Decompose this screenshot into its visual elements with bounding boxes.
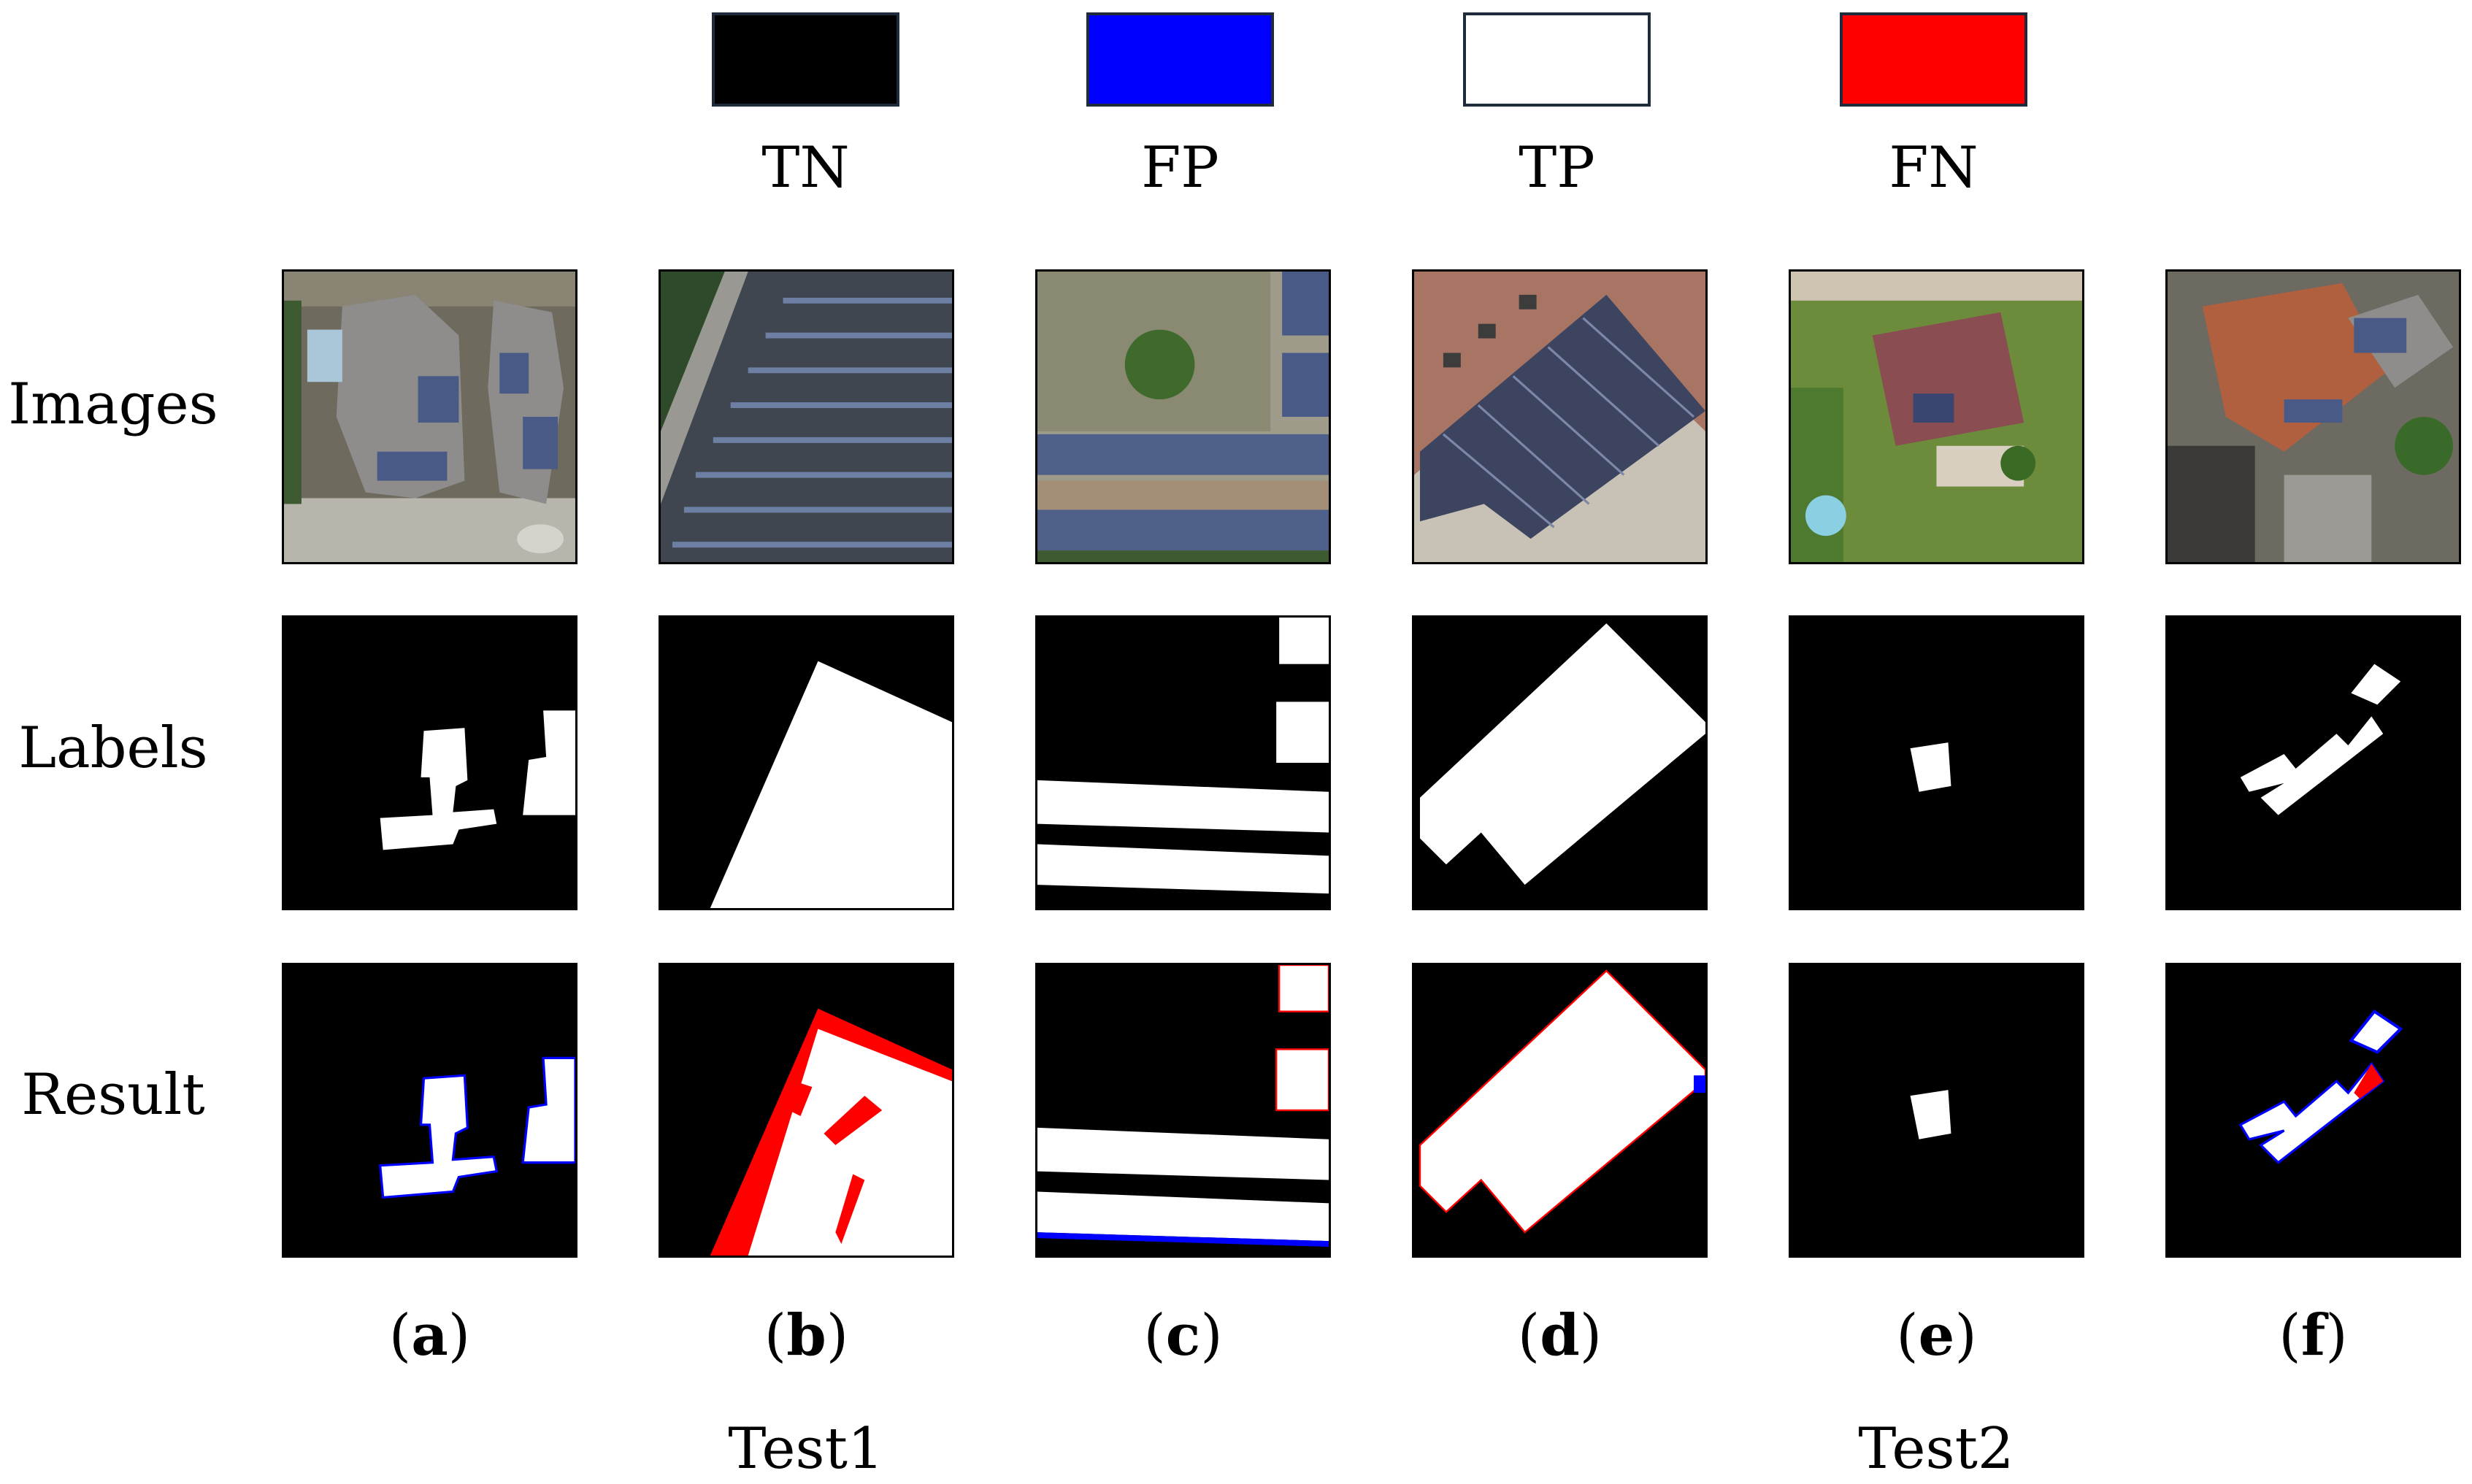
image-panel-f	[2165, 269, 2461, 564]
legend-swatch-tn	[712, 12, 899, 107]
legend-label-fp: FP	[1141, 135, 1219, 201]
legend-swatch-fp	[1086, 12, 1274, 107]
image-panel-e	[1789, 269, 2084, 564]
result-mask-e	[1791, 965, 2082, 1256]
legend-label-fn: FN	[1889, 135, 1978, 201]
label-mask-a	[284, 618, 575, 908]
caption-a: (a)	[388, 1302, 471, 1369]
legend-label-tn: TN	[761, 135, 850, 201]
label-panel-f	[2165, 615, 2461, 910]
caption-b-letter: b	[786, 1302, 826, 1369]
result-mask-c	[1037, 965, 1329, 1256]
image-panel-a	[282, 269, 577, 564]
aerial-image-b	[661, 272, 952, 562]
row-label-images: Images	[8, 372, 218, 437]
label-panel-d	[1412, 615, 1708, 910]
result-mask-b	[661, 965, 952, 1256]
label-mask-e	[1791, 618, 2082, 908]
result-mask-a	[284, 965, 575, 1256]
legend-label-tp: TP	[1519, 135, 1595, 201]
caption-d-letter: d	[1540, 1302, 1580, 1369]
caption-c: (c)	[1143, 1302, 1223, 1369]
result-mask-f	[2168, 965, 2459, 1256]
aerial-image-f	[2168, 272, 2459, 562]
label-panel-e	[1789, 615, 2084, 910]
legend-swatch-tp	[1463, 12, 1651, 107]
caption-e-letter: e	[1918, 1302, 1955, 1369]
row-label-labels: Labels	[18, 715, 208, 781]
result-panel-e	[1789, 963, 2084, 1258]
label-mask-d	[1414, 618, 1705, 908]
label-panel-a	[282, 615, 577, 910]
caption-e: (e)	[1896, 1302, 1977, 1369]
result-panel-d	[1412, 963, 1708, 1258]
aerial-image-d	[1414, 272, 1705, 562]
result-panel-b	[659, 963, 954, 1258]
result-panel-a	[282, 963, 577, 1258]
caption-a-letter: a	[411, 1302, 448, 1369]
label-panel-c	[1035, 615, 1331, 910]
caption-f: (f)	[2279, 1302, 2348, 1369]
result-panel-c	[1035, 963, 1331, 1258]
caption-f-letter: f	[2300, 1302, 2326, 1369]
aerial-image-e	[1791, 272, 2082, 562]
result-mask-d	[1414, 965, 1705, 1256]
label-panel-b	[659, 615, 954, 910]
image-panel-c	[1035, 269, 1331, 564]
caption-b: (b)	[764, 1302, 849, 1369]
aerial-image-a	[284, 272, 575, 562]
caption-c-letter: c	[1165, 1302, 1201, 1369]
image-panel-b	[659, 269, 954, 564]
result-panel-f	[2165, 963, 2461, 1258]
aerial-image-c	[1037, 272, 1329, 562]
caption-d: (d)	[1517, 1302, 1602, 1369]
label-mask-b	[661, 618, 952, 908]
row-label-result: Result	[21, 1062, 205, 1128]
label-mask-f	[2168, 618, 2459, 908]
group-label-test1: Test1	[728, 1416, 884, 1482]
legend-swatch-fn	[1840, 12, 2027, 107]
label-mask-c	[1037, 618, 1329, 908]
group-label-test2: Test2	[1858, 1416, 2014, 1482]
image-panel-d	[1412, 269, 1708, 564]
